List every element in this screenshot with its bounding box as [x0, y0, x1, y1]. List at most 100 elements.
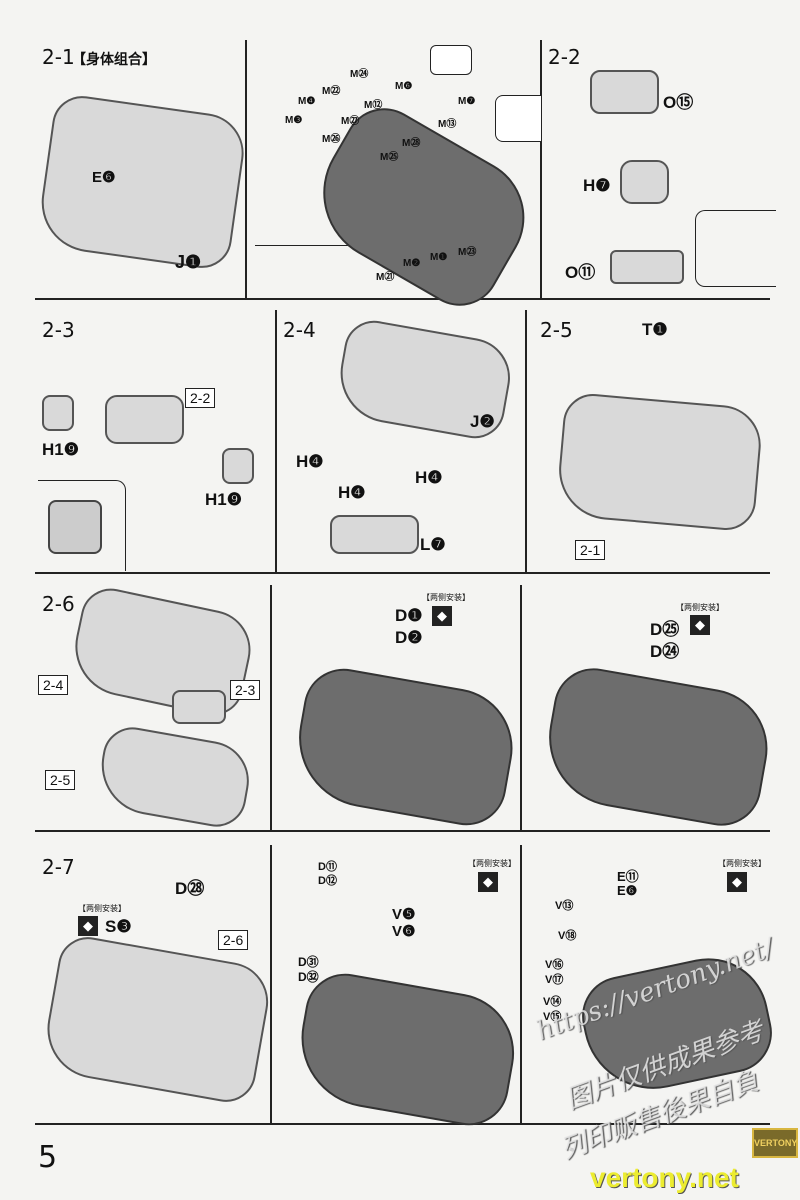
- both-sides-icon: ◆: [78, 916, 98, 936]
- part-illustration: [620, 160, 669, 204]
- part-label: D㉜: [298, 970, 319, 984]
- part-label: M㉑: [376, 272, 395, 283]
- tank-body-illustration: [290, 967, 524, 1132]
- part-label: E⑪: [617, 869, 639, 884]
- step-reference: 2-4: [38, 675, 69, 695]
- both-sides-icon: ◆: [432, 606, 452, 626]
- part-label: S❸: [105, 917, 132, 936]
- part-label: M⑫: [364, 100, 383, 111]
- divider: [525, 310, 527, 572]
- part-label: V❺: [392, 906, 416, 923]
- divider: [270, 845, 272, 1123]
- part-label: V⑮: [543, 1011, 562, 1023]
- step-title: 2-6: [42, 592, 75, 616]
- part-illustration: [590, 70, 659, 114]
- step-subtitle: 【身体组合】: [72, 51, 156, 67]
- part-label: J❶: [175, 252, 202, 272]
- part-label: T❶: [642, 320, 668, 339]
- step-title: 2-5: [540, 318, 573, 342]
- part-illustration: [172, 690, 226, 724]
- part-illustration: [105, 395, 184, 444]
- divider: [35, 830, 770, 832]
- part-label: O⑪: [565, 263, 596, 282]
- step-title: 2-2: [548, 45, 581, 69]
- part-label: M㉔: [350, 69, 369, 80]
- step-title: 2-7: [42, 855, 75, 879]
- part-label: M㉘: [402, 138, 421, 149]
- body-part-illustration: [35, 92, 249, 272]
- detail-callout: [495, 95, 541, 142]
- part-label: D㉛: [298, 955, 319, 969]
- part-label: E❻: [617, 883, 638, 898]
- divider: [35, 298, 770, 300]
- part-label: D㉘: [175, 879, 205, 898]
- page-number: 5: [38, 1140, 58, 1175]
- detail-callout: [695, 210, 776, 287]
- part-label: V⑬: [555, 900, 574, 912]
- part-label: M㉕: [380, 152, 399, 163]
- vertony-logo: VERTONY: [752, 1128, 798, 1158]
- part-label: M⑬: [438, 119, 457, 130]
- part-illustration: [330, 515, 419, 554]
- part-label: M㉗: [341, 116, 360, 127]
- step-reference: 2-5: [45, 770, 76, 790]
- tank-body-illustration: [287, 662, 523, 832]
- part-label: V❻: [392, 923, 416, 940]
- part-label: D㉔: [650, 642, 680, 661]
- part-label: D❷: [395, 628, 423, 647]
- tank-body-illustration: [39, 932, 275, 1107]
- part-label: M❶: [430, 252, 448, 263]
- part-label: M㉒: [322, 86, 341, 97]
- part-illustration: [48, 500, 102, 554]
- part-label: V⑰: [545, 974, 564, 986]
- divider: [275, 310, 277, 572]
- both-sides-note: 【两侧安装】: [422, 593, 470, 602]
- watermark-site: vertony.net: [590, 1162, 739, 1193]
- part-label: H1❾: [42, 440, 79, 459]
- part-label: M❼: [458, 96, 476, 107]
- both-sides-note: 【两侧安装】: [468, 859, 516, 868]
- part-label: M❸: [285, 115, 303, 126]
- step-title: 2-4: [283, 318, 316, 342]
- part-label: H❹: [415, 468, 443, 487]
- part-illustration: [222, 448, 254, 484]
- step-reference: 2-3: [230, 680, 261, 700]
- step-reference: 2-1: [575, 540, 606, 560]
- part-label: V⑭: [543, 996, 562, 1008]
- part-label: H❹: [338, 483, 366, 502]
- part-label: D❶: [395, 606, 423, 625]
- part-label: M❷: [403, 258, 421, 269]
- detail-callout: [38, 480, 126, 571]
- divider: [270, 585, 272, 830]
- both-sides-note: 【两侧安装】: [78, 904, 126, 913]
- divider: [520, 585, 522, 830]
- part-illustration: [66, 583, 258, 721]
- part-label: H❼: [583, 176, 611, 195]
- part-label: M㉓: [458, 247, 477, 258]
- divider: [245, 40, 247, 298]
- divider: [35, 1123, 770, 1125]
- part-label: D⑪: [318, 861, 337, 873]
- divider: [540, 40, 542, 298]
- part-label: D㉕: [650, 620, 680, 639]
- part-label: H❹: [296, 452, 324, 471]
- both-sides-icon: ◆: [478, 872, 498, 892]
- part-label: M❻: [395, 81, 413, 92]
- part-label: E❻: [92, 169, 116, 186]
- part-label: V⑯: [545, 959, 564, 971]
- step-reference: 2-2: [185, 388, 216, 408]
- part-label: L❼: [420, 535, 446, 554]
- detail-callout: [430, 45, 472, 75]
- divider: [35, 572, 770, 574]
- part-illustration: [42, 395, 74, 431]
- part-illustration: [93, 722, 256, 832]
- both-sides-note: 【两侧安装】: [676, 603, 724, 612]
- divider: [520, 845, 522, 1123]
- step-reference: 2-6: [218, 930, 249, 950]
- part-label: O⑮: [663, 93, 694, 112]
- part-label: D⑫: [318, 875, 337, 887]
- both-sides-icon: ◆: [690, 615, 710, 635]
- part-label: H1❾: [205, 490, 242, 509]
- part-label: M㉖: [322, 134, 341, 145]
- step-title: 2-1: [42, 45, 75, 69]
